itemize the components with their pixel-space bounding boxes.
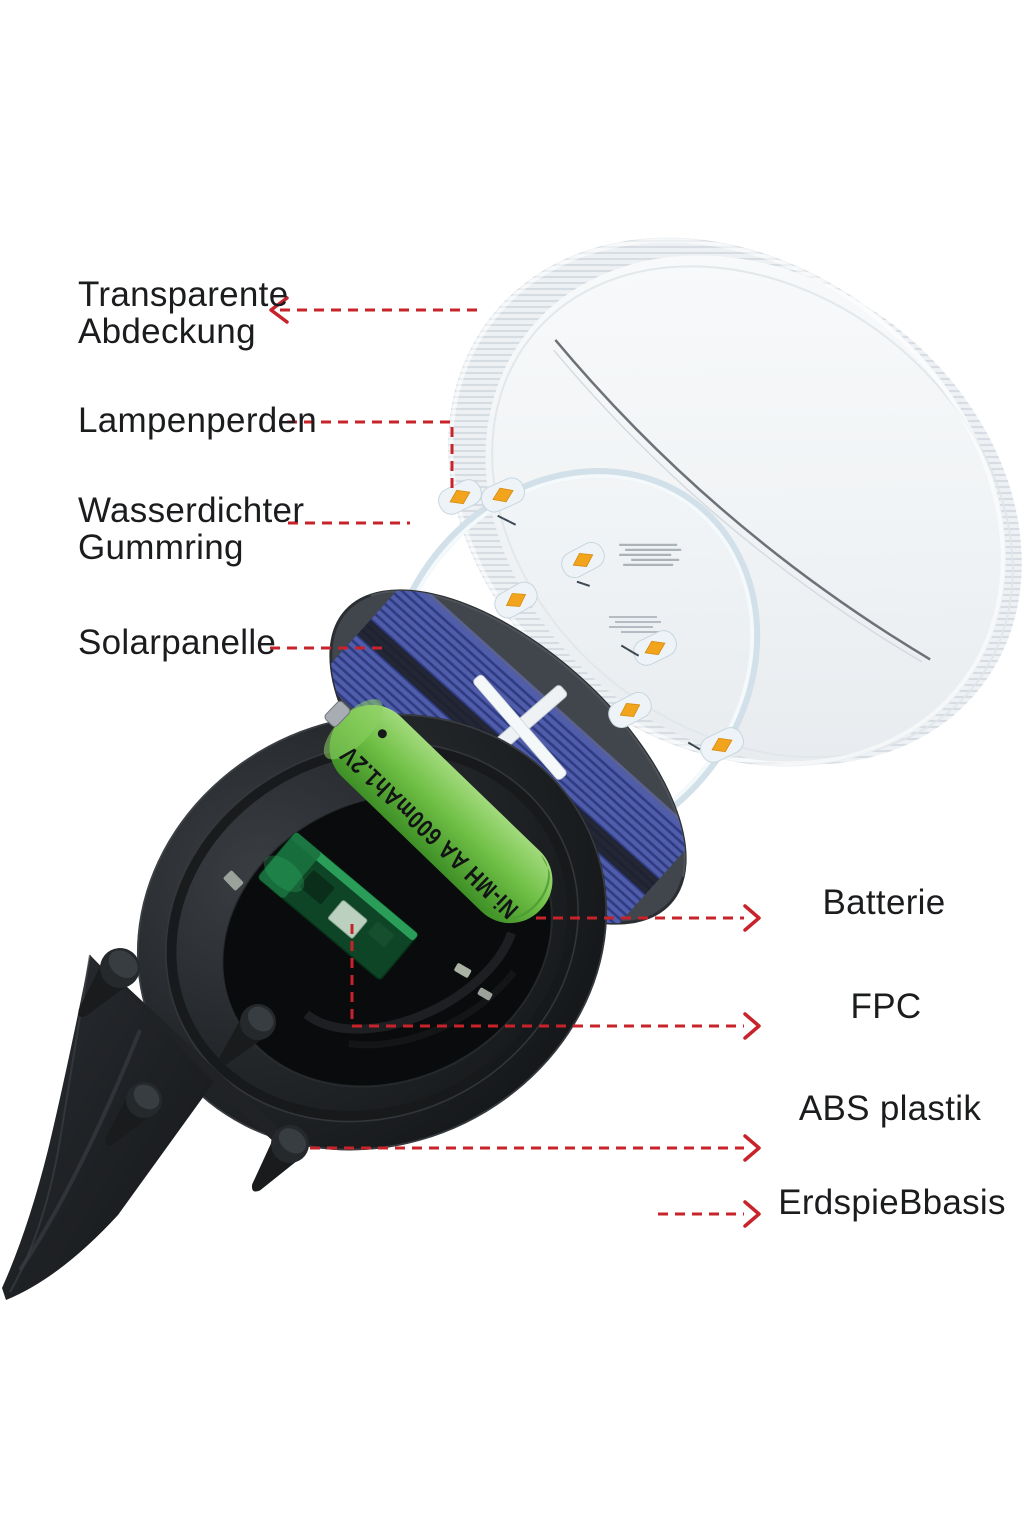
label-solar-panel: Solarpanelle [78,623,277,662]
label-abs-plastic: ABS plastik [798,1089,982,1128]
led-bead [438,479,482,515]
metal-contacts [454,963,493,1001]
label-fpc: FPC [850,987,922,1026]
label-ground-spike: ErdspieBbasis [778,1183,1006,1222]
led-bead [608,691,652,729]
label-lamp-beads: Lampenperden [78,401,318,440]
led-bead [494,581,538,619]
led-bead [480,477,526,526]
led-bead [561,541,605,587]
ground-spike-part [2,948,309,1300]
fpc-board-part [258,832,418,980]
label-battery: Batterie [822,883,946,922]
transparent-cover-part [448,237,1022,767]
led-bead [620,630,677,666]
label-transparent-cover: Transparente Abdeckung [78,275,289,352]
callout-lines [269,296,761,1228]
label-waterproof-ring: Wasserdichter Gummring [78,491,305,568]
led-bead [687,727,744,763]
lamp-beads-part [438,477,744,763]
